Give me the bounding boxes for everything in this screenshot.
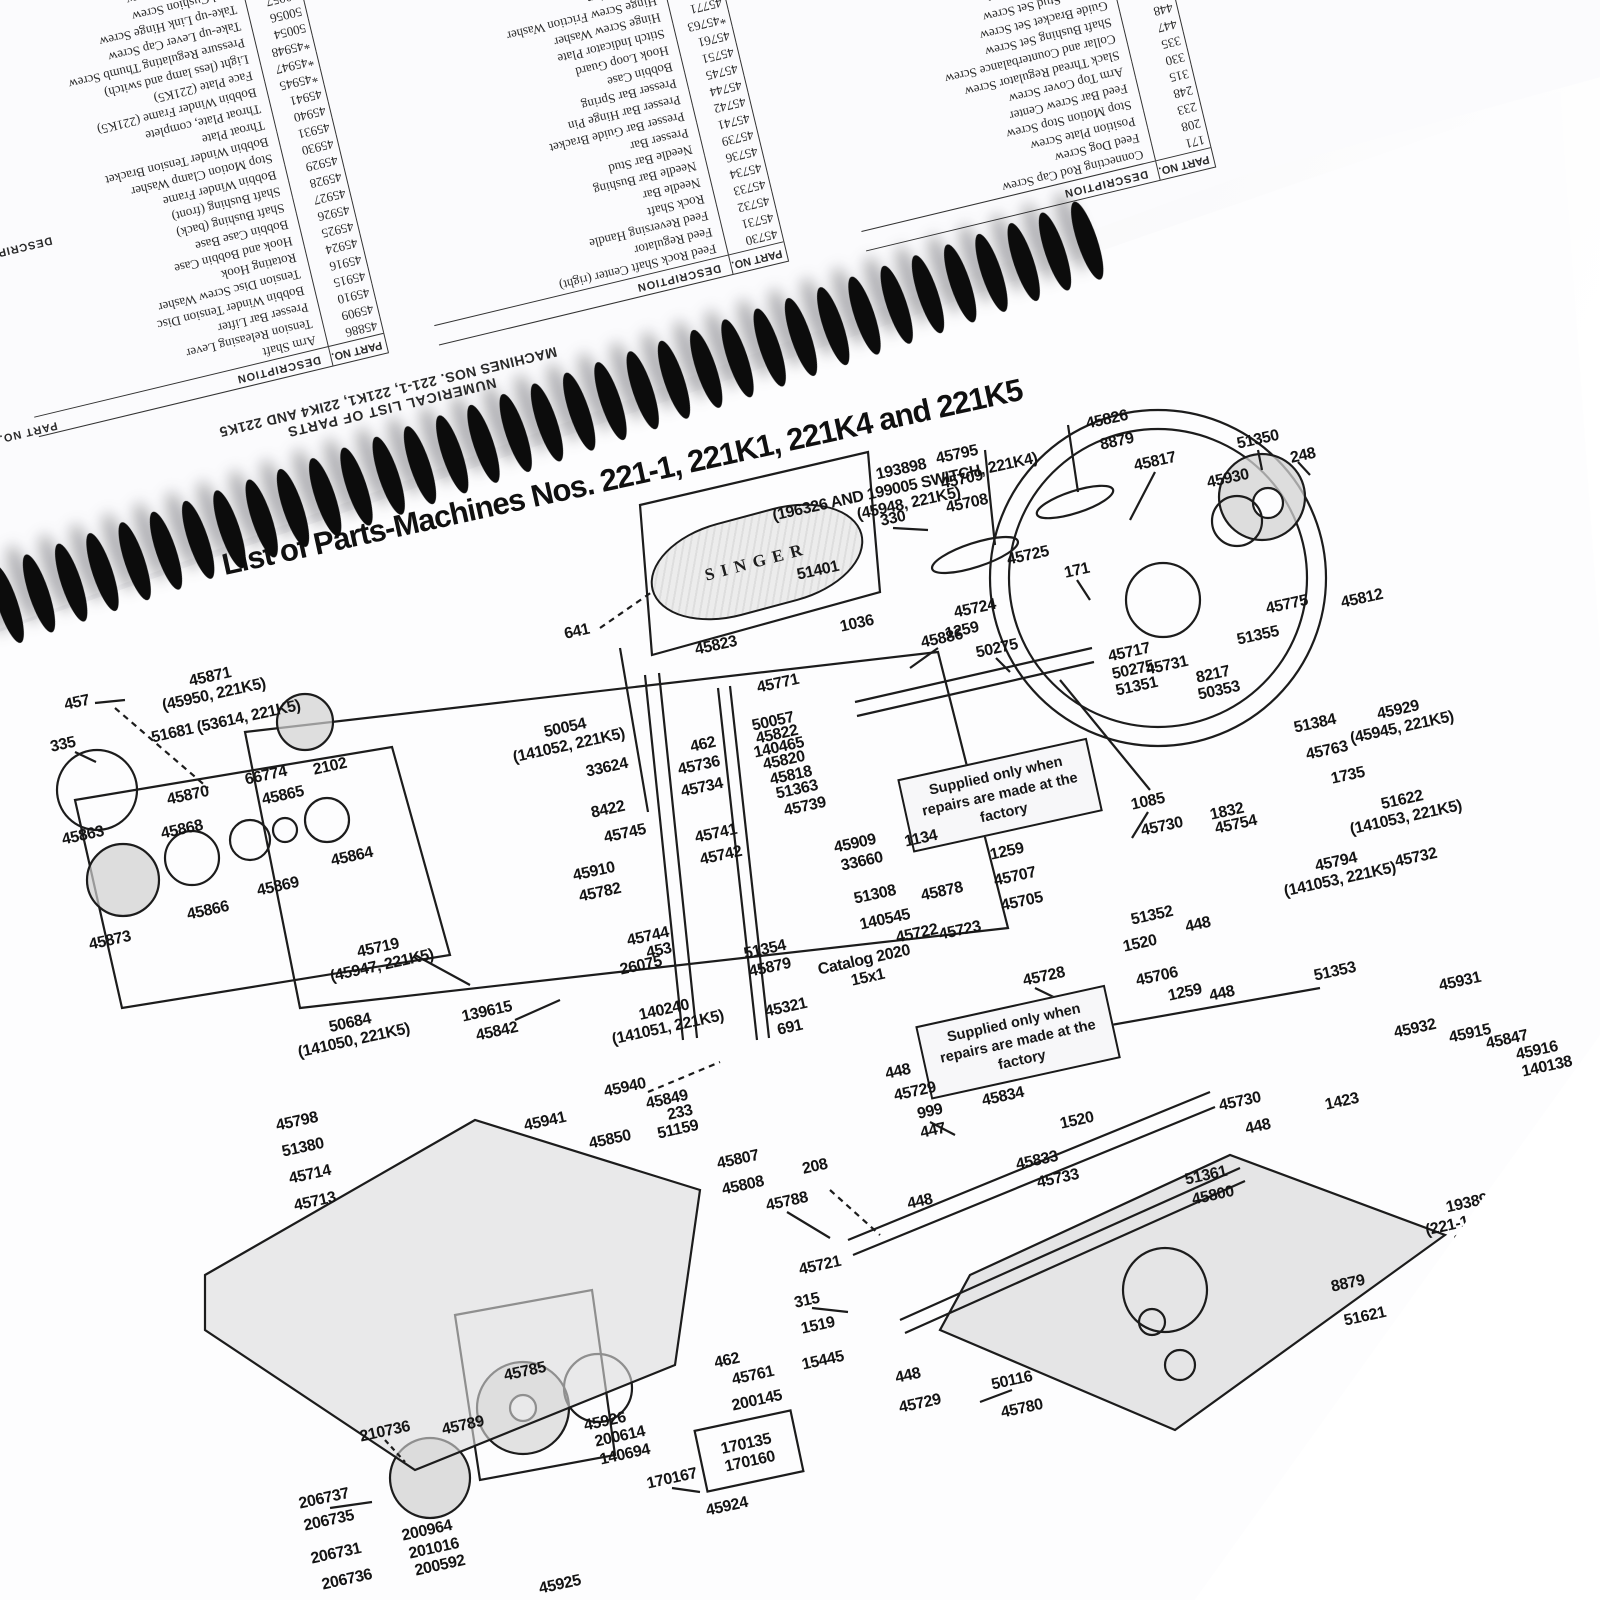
binding-loop <box>778 294 824 380</box>
binding-loop <box>587 359 634 444</box>
binding-loop <box>16 551 62 636</box>
singer-logo: SINGER <box>702 538 812 585</box>
binding-loop <box>270 465 316 551</box>
binding-loop <box>143 508 189 593</box>
binding-loop <box>651 337 697 422</box>
binding-loop <box>524 380 570 465</box>
binding-loop <box>841 273 888 358</box>
cut-partno-header: PART NO. <box>0 419 59 445</box>
binding-loop <box>905 252 951 337</box>
binding-loop <box>1064 198 1110 283</box>
binding-loop <box>333 444 380 529</box>
binding-loop <box>79 530 126 615</box>
binding-loop <box>968 230 1015 315</box>
binding-loop <box>397 423 443 508</box>
binding-loop <box>460 401 507 486</box>
binding-loop <box>714 316 761 401</box>
binding-loop <box>1032 209 1078 294</box>
binding-loop <box>206 487 253 572</box>
